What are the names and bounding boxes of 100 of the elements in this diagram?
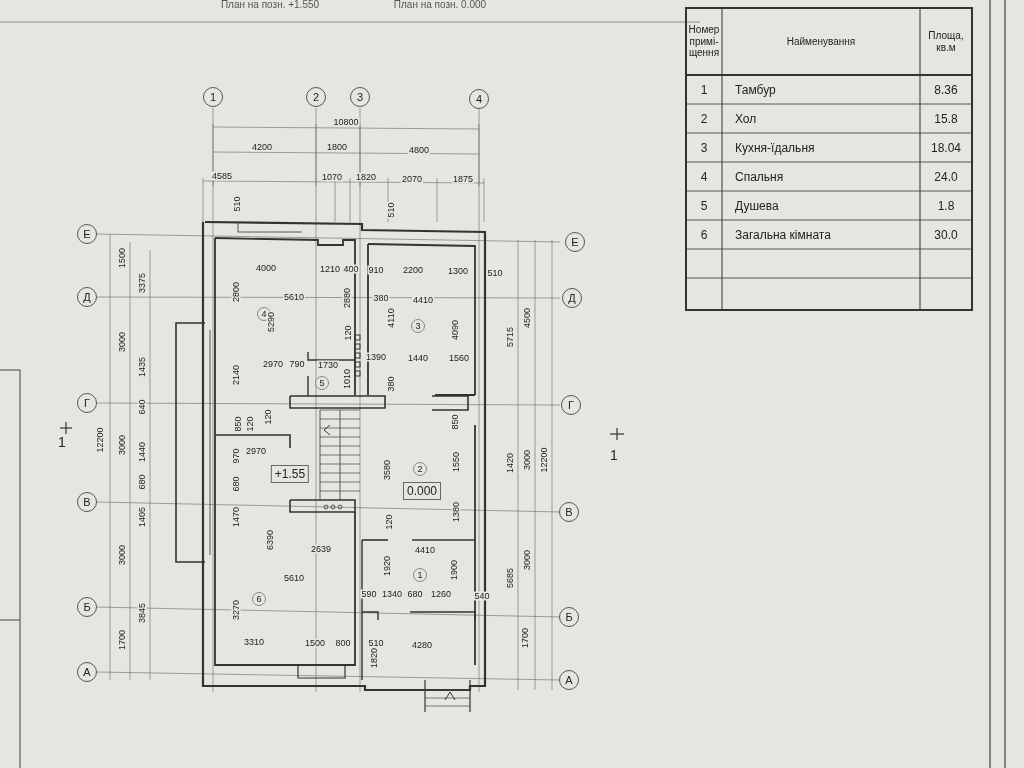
dimension-text: 1010 xyxy=(342,368,352,390)
table-cell-text: Тамбур xyxy=(734,81,777,99)
dimension-text: 3375 xyxy=(137,272,147,294)
dimension-text: 1500 xyxy=(117,247,127,269)
dimension-text: 1440 xyxy=(137,441,147,463)
dimension-text: 1210 xyxy=(319,264,341,274)
dimension-text: 120 xyxy=(384,513,394,531)
table-cell-text: 24.0 xyxy=(933,168,959,186)
dimension-text: 510 xyxy=(367,638,385,648)
room-number: 1 xyxy=(413,568,427,582)
dimension-text: 120 xyxy=(263,408,273,426)
dimension-text: 380 xyxy=(386,375,396,393)
dimension-text: 4200 xyxy=(251,142,273,152)
dimension-text: 590 xyxy=(360,589,378,599)
grid-axis-marker: Д xyxy=(77,287,97,307)
dimension-text: 1730 xyxy=(317,360,339,370)
table-header: Площа, кв.м xyxy=(927,29,965,55)
room-number: 3 xyxy=(411,319,425,333)
table-cell-text: 8.36 xyxy=(933,81,959,99)
dimension-text: 1260 xyxy=(430,589,452,599)
level-mark: +1.55 xyxy=(270,465,310,483)
dimension-text: 4410 xyxy=(412,295,434,305)
grid-axis-marker: Е xyxy=(77,224,97,244)
dimension-text: 2140 xyxy=(231,364,241,386)
dimension-text: 1300 xyxy=(447,266,469,276)
dimension-text: 5715 xyxy=(505,326,515,348)
dimension-text: 4500 xyxy=(522,307,532,329)
dimension-text: 680 xyxy=(231,475,241,493)
dimension-text: 1380 xyxy=(451,501,461,523)
dimension-text: 1470 xyxy=(231,506,241,528)
dimension-text: 4280 xyxy=(411,640,433,650)
table-cell-text: 4 xyxy=(699,168,709,186)
dimension-text: 970 xyxy=(231,447,241,465)
dimension-text: 1820 xyxy=(369,647,379,669)
dimension-text: 5610 xyxy=(283,292,305,302)
level-mark: 0.000 xyxy=(403,482,441,500)
room-number: 5 xyxy=(315,376,329,390)
dimension-text: 850 xyxy=(233,415,243,433)
dimension-text: 2200 xyxy=(402,265,424,275)
table-cell-text: 15.8 xyxy=(933,110,959,128)
grid-axis-marker: А xyxy=(77,662,97,682)
dimension-text: 4110 xyxy=(386,307,396,329)
dimension-text: 120 xyxy=(343,324,353,342)
dimension-text: 1070 xyxy=(321,172,343,182)
dimension-text: 910 xyxy=(367,265,385,275)
table-cell-text: 2 xyxy=(699,110,709,128)
dimension-text: 120 xyxy=(245,415,255,433)
dimension-text: 5685 xyxy=(505,567,515,589)
dimension-text: 5610 xyxy=(283,573,305,583)
grid-axis-marker: 3 xyxy=(350,87,370,107)
table-cell-text: 1 xyxy=(699,81,709,99)
section-mark: 1 xyxy=(58,435,66,449)
table-cell-text: Загальна кімната xyxy=(734,226,832,244)
dimension-text: 1800 xyxy=(326,142,348,152)
table-cell-text: Хол xyxy=(734,110,758,128)
dimension-text: 1500 xyxy=(304,638,326,648)
dimension-text: 510 xyxy=(486,268,504,278)
dimension-text: 680 xyxy=(137,473,147,491)
dimension-text: 4800 xyxy=(408,145,430,155)
dimension-text: 1920 xyxy=(382,555,392,577)
dimension-text: 3310 xyxy=(243,637,265,647)
dimension-text: 2970 xyxy=(245,446,267,456)
dimension-text: 1390 xyxy=(365,352,387,362)
grid-axis-marker: В xyxy=(559,502,579,522)
dimension-text: 12200 xyxy=(95,426,105,454)
dimension-text: 4090 xyxy=(450,319,460,341)
dimension-text: 4410 xyxy=(414,545,436,555)
dimension-text: 3580 xyxy=(382,459,392,481)
dimension-text: 510 xyxy=(386,201,396,219)
grid-axis-marker: В xyxy=(77,492,97,512)
dimension-text: 2880 xyxy=(342,287,352,309)
dimension-text: 1875 xyxy=(452,174,474,184)
table-cell-text: 5 xyxy=(699,197,709,215)
dimension-text: 640 xyxy=(137,398,147,416)
dimension-text: 680 xyxy=(406,589,424,599)
table-cell-text: Спальня xyxy=(734,168,785,186)
grid-axis-marker: Б xyxy=(77,597,97,617)
dimension-text: 6390 xyxy=(265,529,275,551)
dimension-text: 1340 xyxy=(381,589,403,599)
dimension-text: 400 xyxy=(342,264,360,274)
dimension-text: 1820 xyxy=(355,172,377,182)
dimension-text: 1550 xyxy=(451,451,461,473)
dimension-text: 850 xyxy=(450,413,460,431)
dimension-text: 790 xyxy=(288,359,306,369)
dimension-text: 3000 xyxy=(117,544,127,566)
dimension-text: 3270 xyxy=(231,599,241,621)
dimension-text: 2070 xyxy=(401,174,423,184)
room-number: 6 xyxy=(252,592,266,606)
grid-axis-marker: 1 xyxy=(203,87,223,107)
dimension-text: 10800 xyxy=(332,117,360,127)
dimension-text: 3845 xyxy=(137,602,147,624)
dimension-text: 5290 xyxy=(266,311,276,333)
dimension-text: 800 xyxy=(334,638,352,648)
dimension-text: 3000 xyxy=(117,331,127,353)
table-cell-text: 6 xyxy=(699,226,709,244)
dimension-text: 1405 xyxy=(137,506,147,528)
dimension-text: 1420 xyxy=(505,452,515,474)
table-cell-text: Кухня-їдальня xyxy=(734,139,816,157)
dimension-text: 1435 xyxy=(137,356,147,378)
grid-axis-marker: А xyxy=(559,670,579,690)
